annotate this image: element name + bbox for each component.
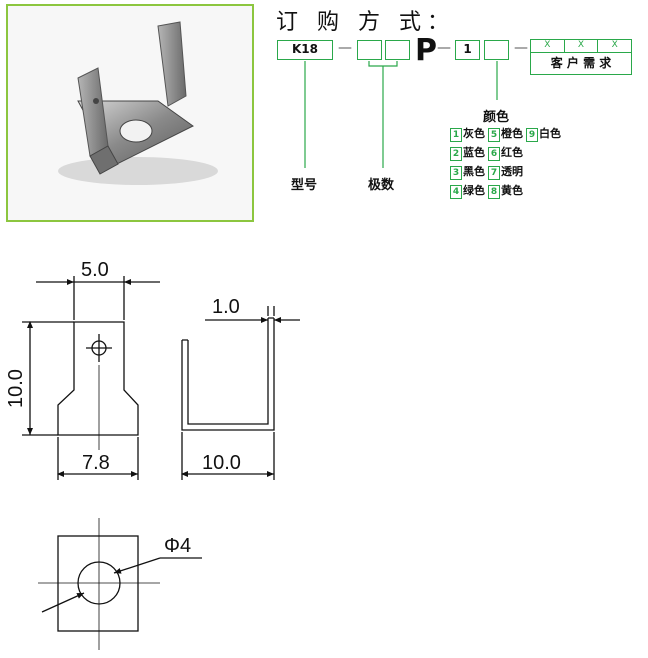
- customer-mark: X: [611, 40, 618, 50]
- dim-top-width: 5.0: [81, 259, 109, 281]
- side-view-outline: [181, 317, 275, 431]
- dim-thickness: 1.0: [212, 296, 240, 318]
- product-photo-frame: [6, 4, 254, 222]
- order-leader-lines: [304, 61, 498, 168]
- pole-box-2: [385, 40, 410, 60]
- dim-side-width: 10.0: [202, 452, 241, 474]
- color-code-box-2: [484, 40, 509, 60]
- poles-label: 极数: [368, 178, 395, 193]
- p-letter: P: [415, 33, 437, 68]
- pole-box-1: [357, 40, 382, 60]
- color-heading: 颜色: [483, 110, 510, 125]
- terminal-photo: [58, 21, 218, 185]
- technical-drawing: 5.0 10.0 7.8 1.0 10.0 Φ4: [5, 259, 300, 650]
- model-code: K18: [292, 42, 318, 56]
- separator-dash: —: [437, 40, 451, 56]
- order-title: 订 购 方 式：: [276, 10, 455, 35]
- customer-mark: X: [565, 40, 599, 52]
- customer-mark: X: [531, 40, 565, 52]
- color-code: 1: [463, 42, 472, 56]
- separator-dash: —: [514, 40, 528, 56]
- separator-dash: —: [338, 40, 352, 56]
- model-label: 型号: [291, 178, 318, 193]
- model-code-box: K18: [277, 40, 333, 60]
- customer-requirement-box: X X X 客 户 需 求: [530, 39, 632, 75]
- dim-height: 10.0: [5, 369, 27, 408]
- color-code-box: 1: [455, 40, 480, 60]
- customer-label: 客 户 需 求: [550, 56, 612, 70]
- dim-base-width: 7.8: [82, 452, 110, 474]
- bottom-view-outline: [57, 535, 139, 632]
- dim-hole: Φ4: [164, 535, 191, 557]
- front-view-outline: [57, 321, 139, 436]
